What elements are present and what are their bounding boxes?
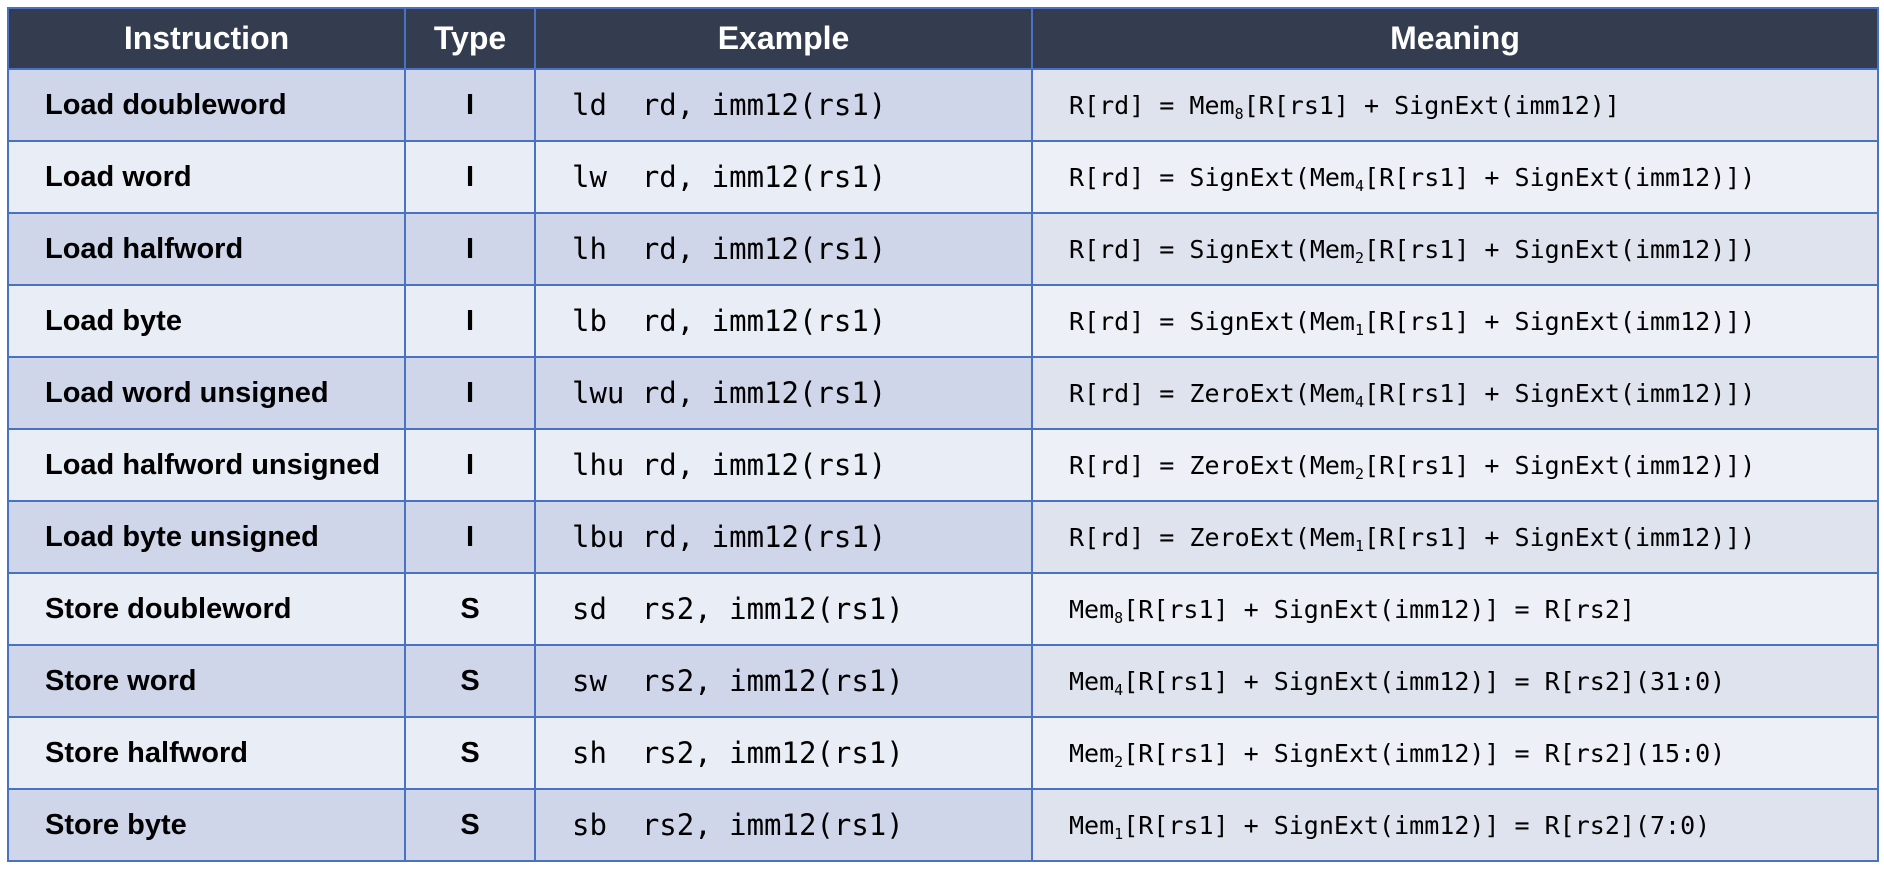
- table-row: Load doubleword I ld rd, imm12(rs1) R[rd…: [7, 68, 1879, 142]
- instruction-cell: Load byte: [7, 284, 406, 358]
- meaning-pre: Mem: [1069, 594, 1115, 624]
- example-cell: lhu rd, imm12(rs1): [534, 428, 1033, 502]
- example-cell: lbu rd, imm12(rs1): [534, 500, 1033, 574]
- instruction-cell: Load doubleword: [7, 68, 406, 142]
- meaning-cell: R[rd] = SignExt(Mem2[R[rs1] + SignExt(im…: [1031, 212, 1879, 286]
- meaning-post: [R[rs1] + SignExt(imm12)]): [1364, 162, 1756, 192]
- meaning-subscript: 4: [1354, 176, 1365, 195]
- meaning-pre: Mem: [1069, 810, 1115, 840]
- meaning-post: [R[rs1] + SignExt(imm12)] = R[rs2](31:0): [1123, 666, 1726, 696]
- meaning-post: [R[rs1] + SignExt(imm12)]): [1364, 450, 1756, 480]
- meaning-cell: Mem1[R[rs1] + SignExt(imm12)] = R[rs2](7…: [1031, 788, 1879, 862]
- instruction-cell: Load byte unsigned: [7, 500, 406, 574]
- table-row: Store halfword S sh rs2, imm12(rs1) Mem2…: [7, 716, 1879, 790]
- type-cell: S: [404, 644, 536, 718]
- example-cell: lb rd, imm12(rs1): [534, 284, 1033, 358]
- meaning-subscript: 4: [1354, 392, 1365, 411]
- example-cell: sw rs2, imm12(rs1): [534, 644, 1033, 718]
- meaning-post: [R[rs1] + SignExt(imm12)]): [1364, 378, 1756, 408]
- meaning-cell: R[rd] = ZeroExt(Mem4[R[rs1] + SignExt(im…: [1031, 356, 1879, 430]
- type-cell: I: [404, 284, 536, 358]
- meaning-subscript: 2: [1354, 464, 1365, 483]
- example-cell: lw rd, imm12(rs1): [534, 140, 1033, 214]
- meaning-post: [R[rs1] + SignExt(imm12)]): [1364, 522, 1756, 552]
- type-cell: I: [404, 140, 536, 214]
- instruction-cell: Load word: [7, 140, 406, 214]
- meaning-pre: R[rd] = SignExt(Mem: [1069, 306, 1355, 336]
- meaning-subscript: 1: [1354, 320, 1365, 339]
- meaning-subscript: 8: [1234, 104, 1244, 123]
- meaning-cell: R[rd] = SignExt(Mem4[R[rs1] + SignExt(im…: [1031, 140, 1879, 214]
- meaning-pre: R[rd] = Mem: [1069, 90, 1235, 120]
- header-type: Type: [404, 7, 536, 70]
- meaning-pre: R[rd] = ZeroExt(Mem: [1069, 450, 1355, 480]
- meaning-pre: Mem: [1069, 666, 1115, 696]
- meaning-cell: Mem8[R[rs1] + SignExt(imm12)] = R[rs2]: [1031, 572, 1879, 646]
- type-cell: I: [404, 68, 536, 142]
- example-cell: ld rd, imm12(rs1): [534, 68, 1033, 142]
- type-cell: I: [404, 500, 536, 574]
- table-row: Store doubleword S sd rs2, imm12(rs1) Me…: [7, 572, 1879, 646]
- meaning-post: [R[rs1] + SignExt(imm12)] = R[rs2]: [1123, 594, 1635, 624]
- example-cell: sd rs2, imm12(rs1): [534, 572, 1033, 646]
- header-instruction: Instruction: [7, 7, 406, 70]
- meaning-cell: Mem4[R[rs1] + SignExt(imm12)] = R[rs2](3…: [1031, 644, 1879, 718]
- meaning-post: [R[rs1] + SignExt(imm12)]: [1243, 90, 1620, 120]
- type-cell: S: [404, 572, 536, 646]
- type-cell: I: [404, 428, 536, 502]
- load-store-instruction-table: Instruction Type Example Meaning Load do…: [7, 7, 1879, 862]
- table-row: Store byte S sb rs2, imm12(rs1) Mem1[R[r…: [7, 788, 1879, 862]
- meaning-subscript: 1: [1114, 824, 1124, 843]
- header-meaning: Meaning: [1031, 7, 1879, 70]
- example-cell: lh rd, imm12(rs1): [534, 212, 1033, 286]
- table-row: Load word I lw rd, imm12(rs1) R[rd] = Si…: [7, 140, 1879, 214]
- meaning-subscript: 2: [1114, 752, 1124, 771]
- instruction-cell: Load halfword unsigned: [7, 428, 406, 502]
- header-example: Example: [534, 7, 1033, 70]
- meaning-pre: R[rd] = ZeroExt(Mem: [1069, 522, 1355, 552]
- meaning-post: [R[rs1] + SignExt(imm12)]): [1364, 234, 1756, 264]
- type-cell: S: [404, 716, 536, 790]
- meaning-pre: R[rd] = SignExt(Mem: [1069, 234, 1355, 264]
- instruction-table-container: Instruction Type Example Meaning Load do…: [7, 7, 1879, 862]
- meaning-post: [R[rs1] + SignExt(imm12)] = R[rs2](7:0): [1123, 810, 1711, 840]
- table-row: Load word unsigned I lwu rd, imm12(rs1) …: [7, 356, 1879, 430]
- meaning-cell: R[rd] = ZeroExt(Mem2[R[rs1] + SignExt(im…: [1031, 428, 1879, 502]
- meaning-subscript: 8: [1114, 608, 1124, 627]
- example-cell: sb rs2, imm12(rs1): [534, 788, 1033, 862]
- meaning-pre: R[rd] = ZeroExt(Mem: [1069, 378, 1355, 408]
- instruction-cell: Store doubleword: [7, 572, 406, 646]
- meaning-cell: R[rd] = ZeroExt(Mem1[R[rs1] + SignExt(im…: [1031, 500, 1879, 574]
- instruction-cell: Store word: [7, 644, 406, 718]
- meaning-cell: Mem2[R[rs1] + SignExt(imm12)] = R[rs2](1…: [1031, 716, 1879, 790]
- instruction-cell: Load word unsigned: [7, 356, 406, 430]
- table-row: Load byte unsigned I lbu rd, imm12(rs1) …: [7, 500, 1879, 574]
- meaning-subscript: 2: [1354, 248, 1365, 267]
- table-row: Store word S sw rs2, imm12(rs1) Mem4[R[r…: [7, 644, 1879, 718]
- type-cell: I: [404, 212, 536, 286]
- example-cell: sh rs2, imm12(rs1): [534, 716, 1033, 790]
- example-cell: lwu rd, imm12(rs1): [534, 356, 1033, 430]
- table-body: Load doubleword I ld rd, imm12(rs1) R[rd…: [7, 68, 1879, 862]
- meaning-subscript: 1: [1354, 536, 1365, 555]
- table-row: Load halfword unsigned I lhu rd, imm12(r…: [7, 428, 1879, 502]
- meaning-pre: Mem: [1069, 738, 1115, 768]
- instruction-cell: Store byte: [7, 788, 406, 862]
- table-header-row: Instruction Type Example Meaning: [7, 7, 1879, 70]
- table-row: Load byte I lb rd, imm12(rs1) R[rd] = Si…: [7, 284, 1879, 358]
- meaning-post: [R[rs1] + SignExt(imm12)] = R[rs2](15:0): [1123, 738, 1726, 768]
- instruction-cell: Load halfword: [7, 212, 406, 286]
- type-cell: I: [404, 356, 536, 430]
- meaning-cell: R[rd] = SignExt(Mem1[R[rs1] + SignExt(im…: [1031, 284, 1879, 358]
- meaning-subscript: 4: [1114, 680, 1124, 699]
- meaning-pre: R[rd] = SignExt(Mem: [1069, 162, 1355, 192]
- type-cell: S: [404, 788, 536, 862]
- meaning-post: [R[rs1] + SignExt(imm12)]): [1364, 306, 1756, 336]
- instruction-cell: Store halfword: [7, 716, 406, 790]
- meaning-cell: R[rd] = Mem8[R[rs1] + SignExt(imm12)]: [1031, 68, 1879, 142]
- table-row: Load halfword I lh rd, imm12(rs1) R[rd] …: [7, 212, 1879, 286]
